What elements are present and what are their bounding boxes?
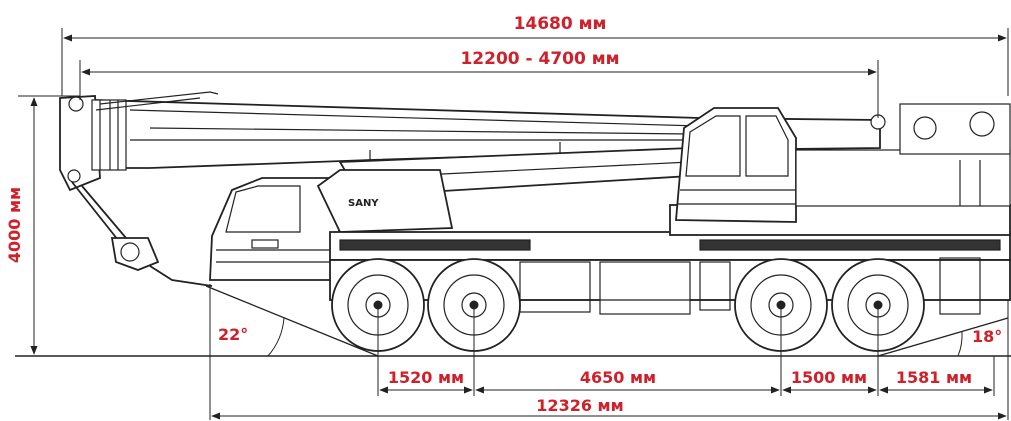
height-label: 4000 мм bbox=[5, 187, 24, 263]
cab-logo: SANY bbox=[348, 198, 379, 209]
approach-angle-line bbox=[205, 285, 379, 357]
axle-spacing-1-label: 1520 мм bbox=[388, 368, 464, 387]
superstructure bbox=[669, 103, 1011, 236]
departure-angle-label: 18° bbox=[972, 327, 1002, 346]
truck-cab bbox=[209, 177, 341, 281]
boom-length-label: 12200 - 4700 мм bbox=[460, 49, 619, 69]
chassis-length-label: 12326 мм bbox=[536, 396, 623, 415]
approach-angle-label: 22° bbox=[218, 325, 248, 344]
axle-spacing-3-label: 1500 мм bbox=[791, 368, 867, 387]
sany-cab-body: SANY bbox=[316, 169, 454, 233]
hook-assembly bbox=[71, 181, 213, 287]
overall-length-label: 14680 мм bbox=[514, 14, 607, 34]
dimension-lines bbox=[18, 28, 1009, 420]
departure-angle-line bbox=[877, 317, 1009, 357]
crane-truck-drawing: SANY bbox=[15, 91, 1011, 357]
departure-angle-arc bbox=[957, 331, 963, 357]
telescopic-boom bbox=[59, 91, 881, 192]
rear-overhang-label: 1581 мм bbox=[896, 368, 972, 387]
axle-spacing-2-label: 4650 мм bbox=[580, 368, 656, 387]
approach-angle-arc bbox=[267, 317, 285, 357]
